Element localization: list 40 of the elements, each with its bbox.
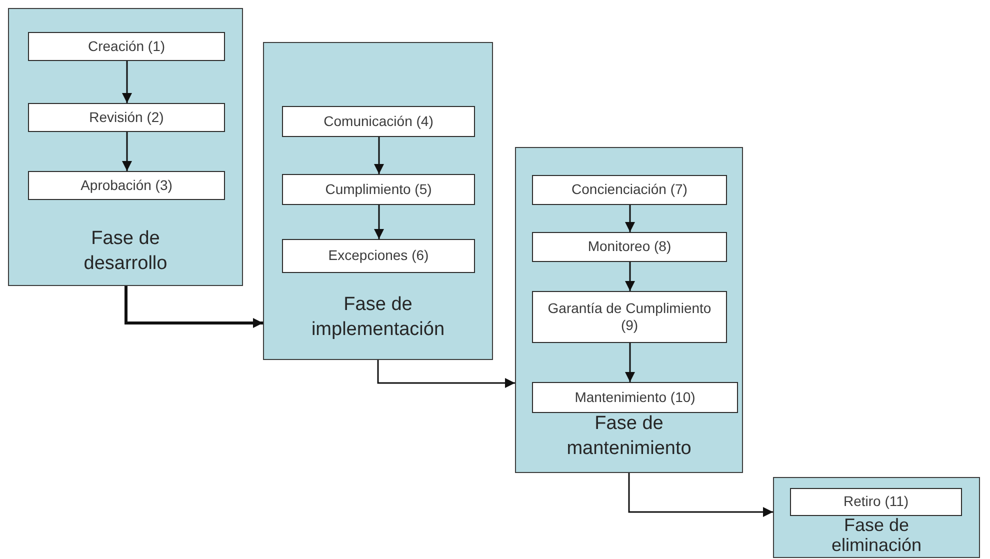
step-label: Revisión (2) (89, 108, 164, 126)
phase-panel (263, 42, 493, 360)
step-label: Concienciación (7) (572, 181, 688, 199)
step-label: Comunicación (4) (324, 112, 434, 130)
phase-panel (773, 477, 980, 558)
step-label: Creación (1) (88, 38, 166, 56)
step-label: Monitoreo (8) (588, 238, 672, 256)
step-box (28, 32, 225, 61)
arrow (625, 262, 635, 291)
arrow (122, 132, 132, 171)
step-label: Mantenimiento (10) (574, 388, 696, 406)
step-box (28, 103, 225, 132)
arrow (124, 286, 263, 328)
phase-title: Fase de desarrollo (82, 227, 168, 276)
arrow (374, 137, 384, 174)
phase-title: Fase de implementación (310, 293, 446, 342)
phase-panel (8, 8, 243, 286)
arrow (122, 61, 132, 103)
step-label: Garantía de Cumplimiento (9) (547, 300, 712, 334)
phase-title: Fase de mantenimiento (566, 412, 692, 461)
step-box (282, 239, 475, 273)
arrow (625, 343, 635, 382)
step-box (282, 174, 475, 205)
step-box (532, 382, 738, 413)
arrow (374, 205, 384, 239)
step-label: Retiro (11) (843, 493, 909, 511)
step-box (532, 291, 727, 343)
step-box (532, 175, 727, 205)
arrow (628, 473, 773, 517)
step-label: Aprobación (3) (80, 176, 172, 194)
step-box (28, 171, 225, 200)
step-box (532, 232, 727, 262)
phase-panel (515, 147, 743, 473)
arrow (377, 360, 515, 388)
arrow (625, 205, 635, 232)
step-label: Excepciones (6) (328, 247, 429, 265)
phase-title: Fase de eliminación (830, 516, 923, 556)
step-box (282, 106, 475, 137)
step-box (790, 488, 962, 516)
step-label: Cumplimiento (5) (325, 180, 432, 198)
